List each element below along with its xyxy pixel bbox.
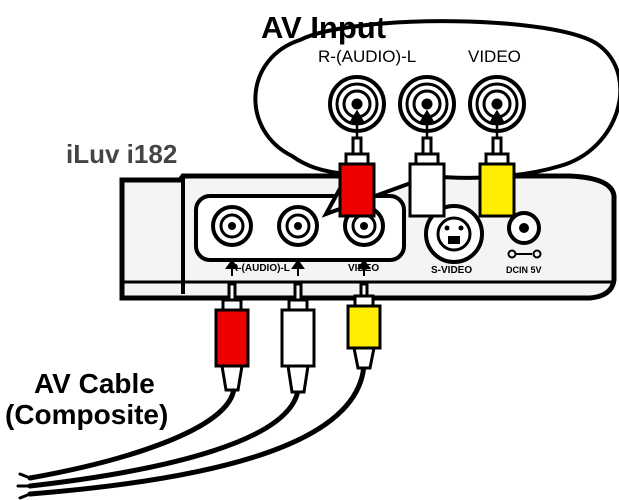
bubble-plug-red	[338, 136, 376, 218]
bubble-plug-white	[408, 136, 446, 218]
panel-video-label: VIDEO	[348, 263, 380, 274]
bubble-title: AV Input	[260, 10, 387, 45]
device-name-label: iLuv i182	[66, 139, 178, 169]
cable-plug-white	[280, 282, 316, 394]
panel-jack-audio-right	[211, 205, 253, 247]
cable-subtitle: (Composite)	[5, 399, 169, 430]
bubble-audio-label: R-(AUDIO)-L	[318, 47, 417, 66]
panel-arrows	[225, 259, 371, 276]
panel-jack-dc	[507, 211, 542, 259]
panel-dc-label: DCIN 5V	[506, 265, 542, 275]
av-cable-bundle	[16, 361, 367, 500]
cable-plug-yellow	[346, 282, 382, 370]
panel-svideo-label: S-VIDEO	[431, 265, 473, 276]
cable-plug-red	[214, 282, 250, 392]
panel-jack-svideo	[424, 204, 484, 264]
bubble-video-label: VIDEO	[468, 47, 521, 66]
bubble-plug-yellow	[478, 136, 516, 218]
panel-audio-label: R-(AUDIO)-L	[231, 263, 290, 274]
panel-jack-audio-left	[277, 205, 319, 247]
cable-title: AV Cable	[34, 368, 155, 399]
bubble-arrows	[348, 109, 506, 140]
bubble-jack-audio-right	[328, 75, 386, 133]
